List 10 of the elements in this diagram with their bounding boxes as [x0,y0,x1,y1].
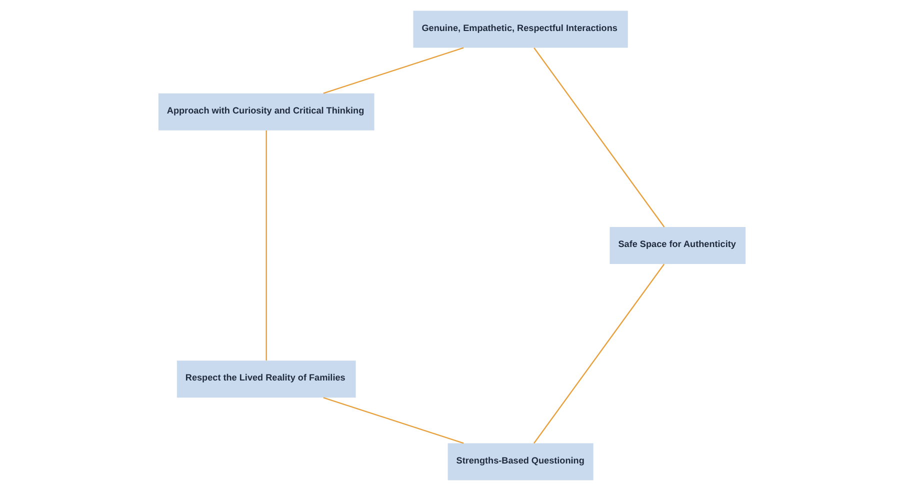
connector [533,48,664,228]
node-box: Respect the Lived Reality of Families [176,360,356,398]
connector [533,264,664,444]
node-box: Genuine, Empathetic, Respectful Interactions [412,10,628,48]
node-box: Approach with Curiosity and Critical Thinking [158,93,374,130]
node-box: Strengths-Based Questioning [447,443,593,480]
connector [322,47,464,94]
connector [265,130,266,361]
connector [322,397,464,444]
node-box: Safe Space for Authenticity [609,227,746,264]
